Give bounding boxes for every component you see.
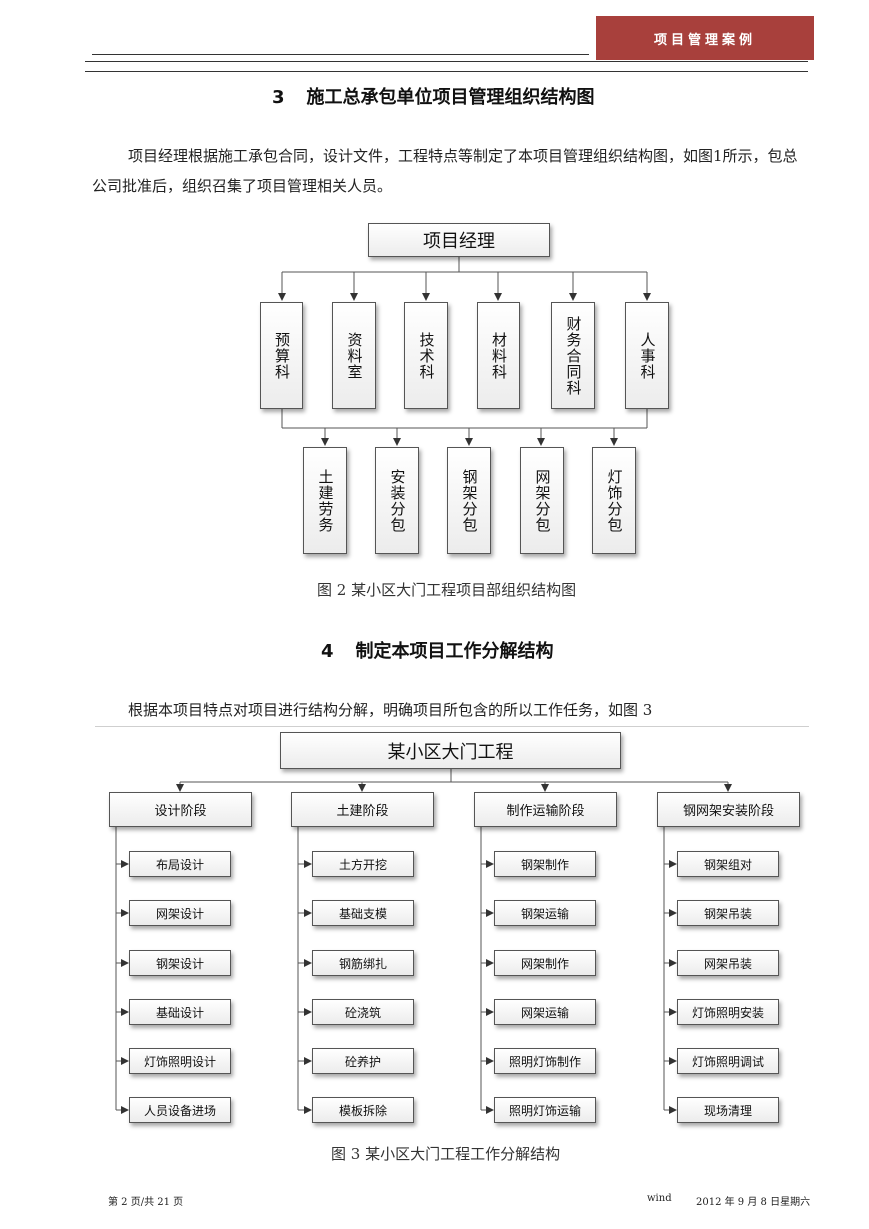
org-dept-box: 预算科 [260,302,303,409]
section-4-title: 制定本项目工作分解结构 [355,641,554,662]
section-3-number: 3 [272,87,285,108]
wbs-phase-box: 制作运输阶段 [474,792,617,827]
wbs-task-box: 钢筋绑扎 [312,950,414,976]
org-sub-box: 网架分包 [520,447,564,554]
header-brand: 项目管理案例 [596,16,814,60]
wbs-task-box: 钢架运输 [494,900,596,926]
footer-date: 2012 年 9 月 8 日星期六 [696,1197,811,1208]
wbs-task-box: 照明灯饰制作 [494,1048,596,1074]
wbs-task-box: 钢架制作 [494,851,596,877]
org-dept-box: 资料室 [332,302,376,409]
figure-separator [95,726,809,727]
wbs-phase-box: 钢网架安装阶段 [657,792,800,827]
wbs-task-box: 网架制作 [494,950,596,976]
org-sub-box: 钢架分包 [447,447,491,554]
wbs-task-box: 钢架组对 [677,851,779,877]
org-sub-box: 土建劳务 [303,447,347,554]
wbs-task-box: 基础设计 [129,999,231,1025]
org-dept-box: 材料科 [477,302,520,409]
wbs-task-box: 模板拆除 [312,1097,414,1123]
section-4-number: 4 [321,641,334,662]
org-sub-box: 安装分包 [375,447,419,554]
wbs-task-box: 网架运输 [494,999,596,1025]
header-rule-short [92,54,589,55]
wbs-task-box: 布局设计 [129,851,231,877]
wbs-task-box: 照明灯饰运输 [494,1097,596,1123]
section-4-heading: 4 制定本项目工作分解结构 [321,637,554,663]
org-dept-box: 人事科 [625,302,669,409]
section-3-title: 施工总承包单位项目管理组织结构图 [306,87,595,108]
section-3-heading: 3 施工总承包单位项目管理组织结构图 [272,83,595,109]
wbs-task-box: 基础支模 [312,900,414,926]
org-chart-caption: 图 2 某小区大门工程项目部组织结构图 [317,581,577,599]
wbs-task-box: 砼养护 [312,1048,414,1074]
header-rule [85,61,808,62]
wbs-caption: 图 3 某小区大门工程工作分解结构 [331,1145,561,1163]
wbs-root-box: 某小区大门工程 [280,732,621,769]
wbs-task-box: 灯饰照明安装 [677,999,779,1025]
wbs-task-box: 灯饰照明设计 [129,1048,231,1074]
wbs-task-box: 现场清理 [677,1097,779,1123]
wbs-task-box: 钢架设计 [129,950,231,976]
wbs-task-box: 灯饰照明调试 [677,1048,779,1074]
org-dept-box: 技术科 [404,302,448,409]
footer-author: wind [647,1193,672,1204]
wbs-task-box: 砼浇筑 [312,999,414,1025]
wbs-phase-box: 设计阶段 [109,792,252,827]
wbs-task-box: 网架设计 [129,900,231,926]
header-rule-lower [85,71,808,72]
wbs-task-box: 人员设备进场 [129,1097,231,1123]
org-sub-box: 灯饰分包 [592,447,636,554]
wbs-task-box: 钢架吊装 [677,900,779,926]
wbs-task-box: 土方开挖 [312,851,414,877]
org-root-box: 项目经理 [368,223,550,257]
section-4-paragraph: 根据本项目特点对项目进行结构分解，明确项目所包含的所以工作任务，如图 3 [128,701,653,719]
wbs-phase-box: 土建阶段 [291,792,434,827]
org-dept-box: 财务合同科 [551,302,595,409]
section-3-paragraph: 项目经理根据施工承包合同，设计文件，工程特点等制定了本项目管理组织结构图，如图1… [92,147,798,195]
footer-page-number: 第 2 页/共 21 页 [108,1197,184,1208]
wbs-task-box: 网架吊装 [677,950,779,976]
